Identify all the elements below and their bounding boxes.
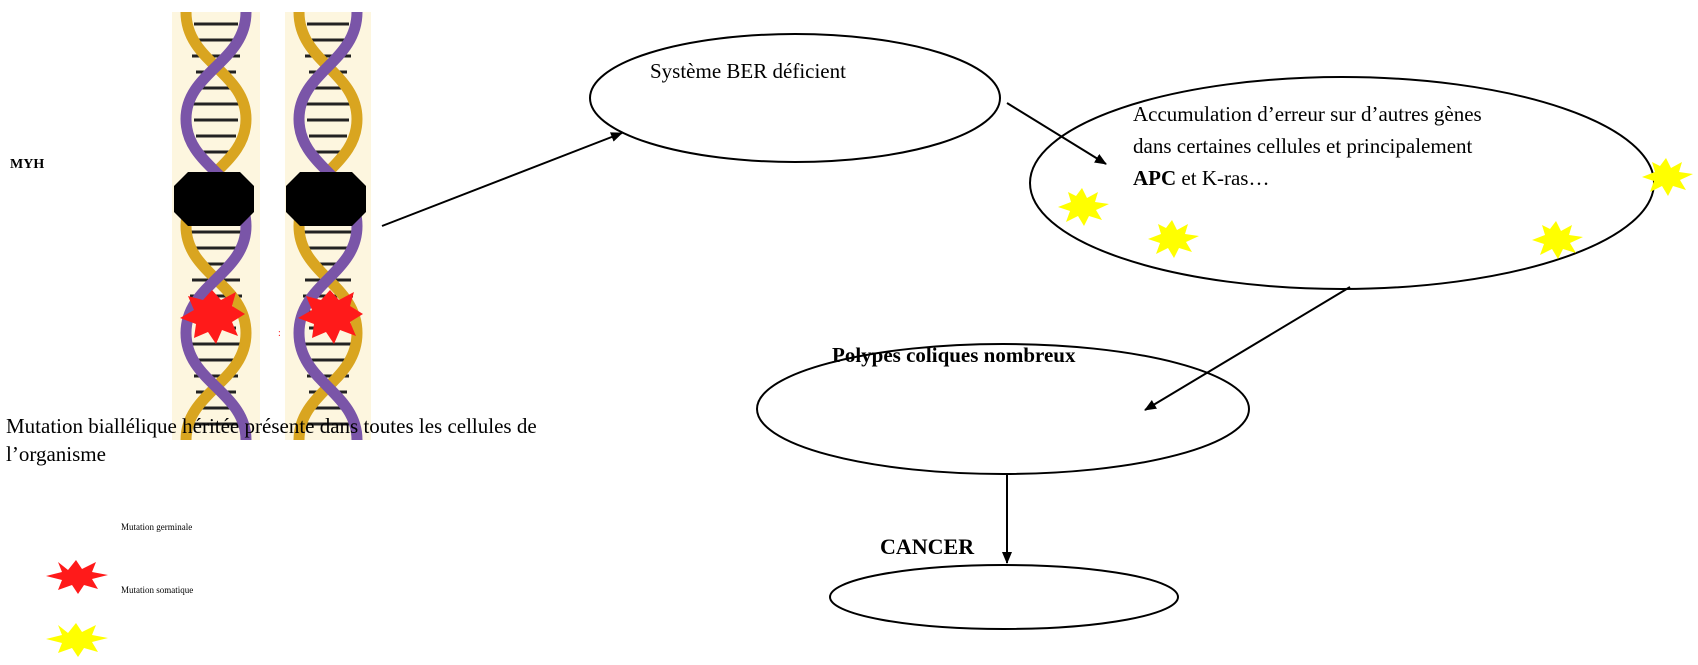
lesion-marker bbox=[174, 172, 254, 226]
ber-node-ellipse bbox=[589, 33, 1001, 163]
polypes-node-ellipse bbox=[756, 343, 1250, 475]
somatic-mutation-star-icon bbox=[1058, 188, 1109, 226]
arrow-accumulation-to-polypes bbox=[1144, 286, 1351, 411]
somatic-mutation-star-icon bbox=[1532, 221, 1583, 259]
somatic-mutation-star-icon bbox=[46, 623, 108, 657]
helix-caption: Mutation biallélique héritée présente da… bbox=[6, 414, 537, 466]
dna-helix-icon bbox=[172, 11, 260, 441]
germinal-mutation-star-icon bbox=[298, 290, 363, 344]
somatic-mutation-star-icon bbox=[1148, 220, 1199, 258]
somatic-mutation-star-icon bbox=[1642, 158, 1693, 196]
kras-text: et K-ras… bbox=[1176, 166, 1270, 190]
germinal-mutation-star-icon bbox=[46, 560, 108, 594]
lesion-marker bbox=[286, 172, 366, 226]
small-mark: : bbox=[278, 328, 281, 339]
accumulation-line-3: APC et K-ras… bbox=[1133, 162, 1533, 194]
cancer-node-ellipse bbox=[829, 564, 1179, 630]
arrow-ber-to-accumulation bbox=[1006, 102, 1107, 165]
ber-node-label: Système BER déficient bbox=[650, 59, 846, 83]
accumulation-line-1: Accumulation d’erreur sur d’autres gènes bbox=[1133, 102, 1482, 126]
polypes-node-label: Polypes coliques nombreux bbox=[832, 343, 1076, 367]
arrow-helix-to-ber bbox=[381, 132, 623, 227]
accumulation-node-label: Accumulation d’erreur sur d’autres gènes… bbox=[1133, 98, 1533, 194]
germinal-mutation-star-icon bbox=[180, 290, 245, 344]
apc-gene-label: APC bbox=[1133, 166, 1177, 190]
legend-somatic-label: Mutation somatique bbox=[121, 585, 194, 595]
accumulation-line-2: dans certaines cellules et principalemen… bbox=[1133, 134, 1473, 158]
legend-germinal-label: Mutation germinale bbox=[121, 522, 193, 532]
gene-label: MYH bbox=[10, 157, 45, 172]
cancer-node-label: CANCER bbox=[880, 534, 975, 559]
